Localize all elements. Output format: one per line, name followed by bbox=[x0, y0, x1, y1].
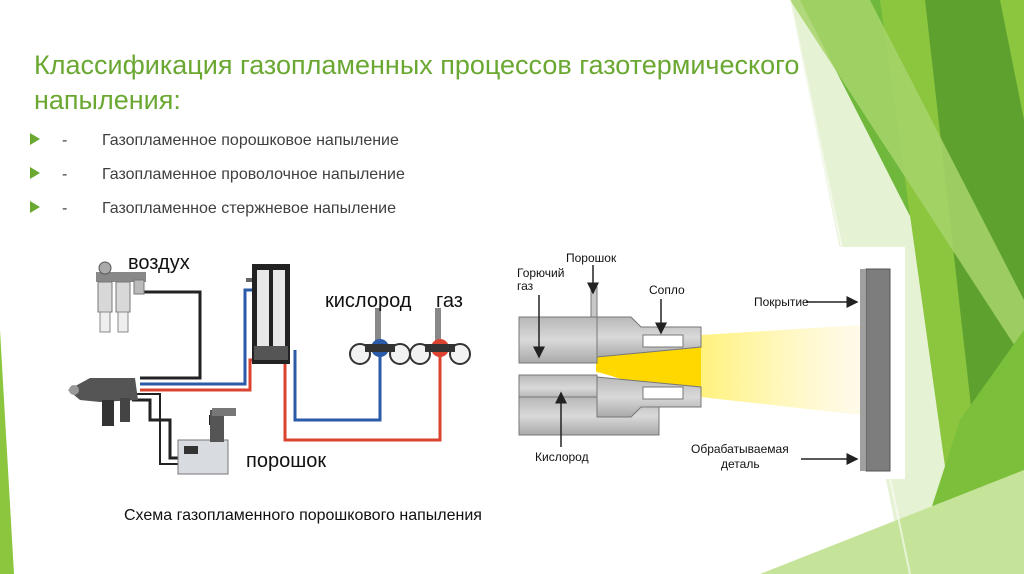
spray-gun-icon bbox=[68, 378, 138, 426]
bullet-dash: - bbox=[62, 132, 68, 149]
torch-cross-section: Порошок Горючий газ Сопло Покрытие Кисло… bbox=[511, 247, 905, 484]
bullet-arrow-icon bbox=[30, 167, 40, 179]
gas-regulator-icon bbox=[409, 308, 471, 365]
oxygen-label: кислород bbox=[325, 290, 412, 312]
powder-feeder-icon bbox=[177, 408, 236, 475]
gas-label: газ bbox=[436, 290, 463, 312]
diagram-caption: Схема газопламенного порошкового напылен… bbox=[124, 507, 482, 524]
torch-cross-section-drawing bbox=[511, 247, 905, 479]
bullet-arrow-icon bbox=[30, 133, 40, 145]
fuel-gas-callout: Горючий газ bbox=[517, 266, 565, 293]
bullet-arrow-icon bbox=[30, 201, 40, 213]
workpiece-callout-line2: деталь bbox=[721, 457, 760, 471]
bullet-dash: - bbox=[62, 166, 68, 183]
bullet-text: Газопламенное порошковое напыление bbox=[102, 132, 399, 149]
workpiece-callout-line1: Обрабатываемая bbox=[691, 442, 789, 456]
powder-label: порошок bbox=[246, 450, 327, 472]
oxygen-callout: Кислород bbox=[535, 450, 589, 464]
flowmeter-icon bbox=[246, 264, 290, 364]
equipment-schematic: воздух кислород газ порошок bbox=[60, 250, 480, 495]
oxygen-regulator-icon bbox=[349, 308, 411, 365]
slide-title: Классификация газопламенных процессов га… bbox=[34, 50, 800, 115]
coating-callout: Покрытие bbox=[754, 295, 809, 309]
powder-callout: Порошок bbox=[566, 251, 617, 265]
air-filter-icon bbox=[96, 261, 146, 333]
air-label: воздух bbox=[128, 252, 190, 274]
bullet-dash: - bbox=[62, 200, 68, 217]
bullet-text: Газопламенное проволочное напыление bbox=[102, 166, 405, 183]
bullet-text: Газопламенное стержневое напыление bbox=[102, 200, 396, 217]
equipment-schematic-drawing bbox=[68, 261, 471, 475]
nozzle-callout: Сопло bbox=[649, 283, 685, 297]
